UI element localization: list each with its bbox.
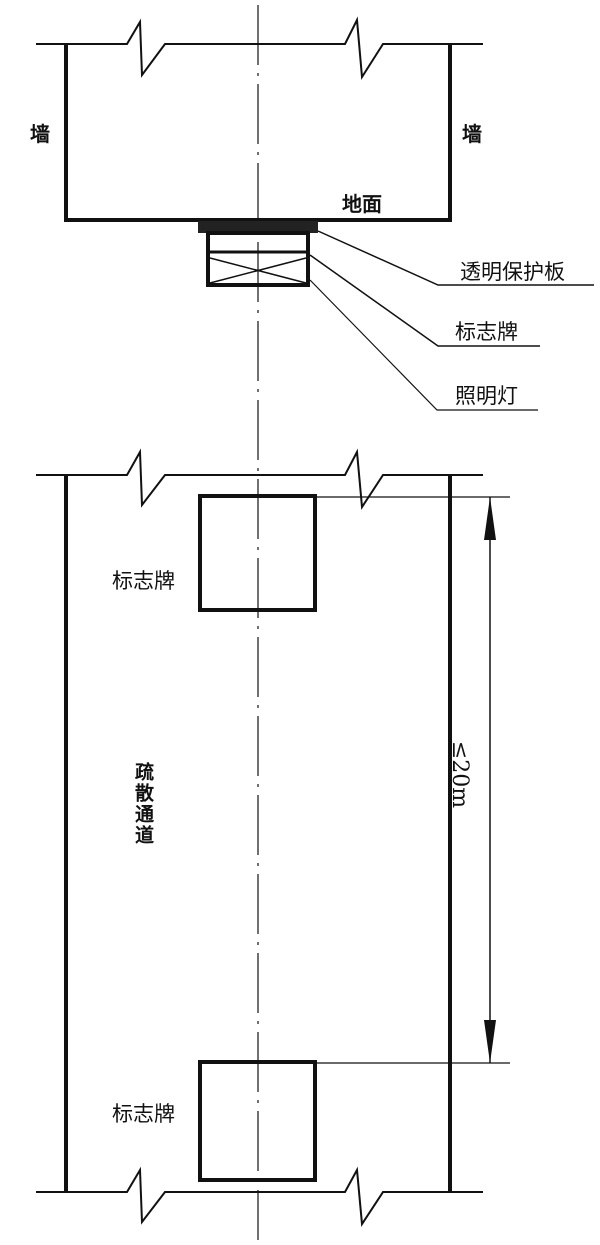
sign-top-rect [198,494,317,612]
leader-light [309,279,538,411]
dim-arrow-bottom [484,1020,496,1063]
light-fixture-box [206,231,310,287]
break-line-top [36,16,483,81]
label-floor: 地面 [342,192,382,216]
label-wall-right: 墙 [462,122,482,146]
wall-floor-outline [64,44,452,222]
label-sign-bottom: 标志牌 [112,1102,175,1126]
break-line-plan-top [36,448,483,510]
transparent-protective-plate [198,221,318,233]
break-line-plan-bottom [36,1166,483,1227]
lamp-cross [209,257,307,284]
callout-light: 照明灯 [455,384,518,408]
label-spacing: ≤20m [447,740,473,809]
label-wall-left: 墙 [30,122,50,146]
label-sign-top: 标志牌 [112,569,175,593]
callout-sign: 标志牌 [455,320,518,344]
dim-arrow-top [484,497,496,540]
leader-plate [317,230,594,286]
leader-sign [309,254,540,347]
sign-bottom-rect [198,1060,317,1182]
label-corridor: 疏散通道 [132,762,154,846]
callout-protective-plate: 透明保护板 [460,260,565,284]
